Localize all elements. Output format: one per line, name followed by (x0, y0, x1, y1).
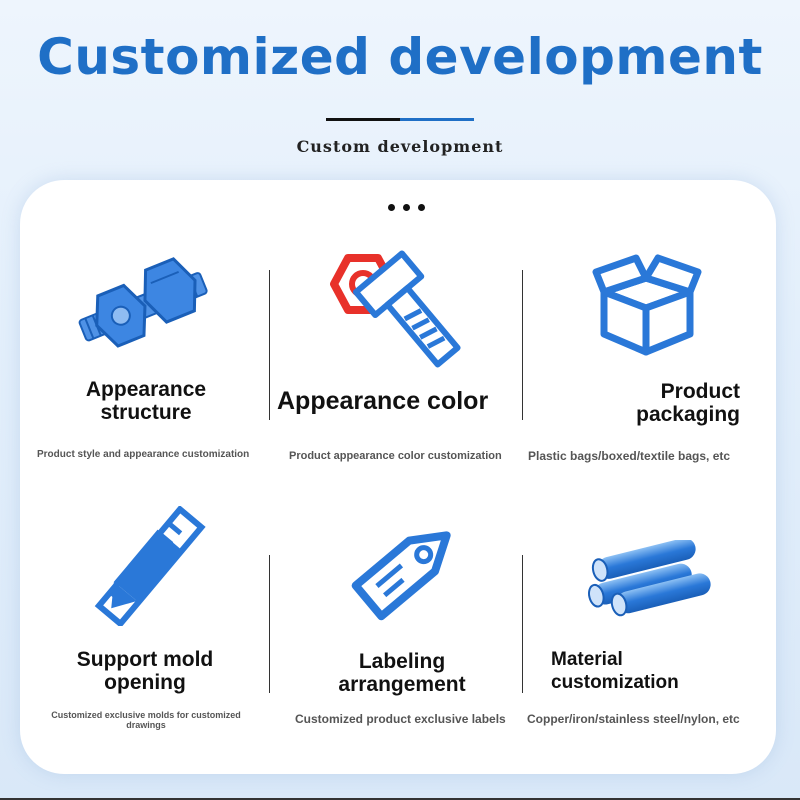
feature-description: Product style and appearance customizati… (37, 449, 250, 460)
feature-description: Customized product exclusive labels (295, 712, 506, 726)
feature-label: Appearance color (277, 387, 489, 415)
divider-line (522, 555, 523, 693)
divider-line (522, 270, 523, 420)
feature-description: Plastic bags/boxed/textile bags, etc (528, 449, 731, 463)
divider-line (269, 270, 270, 420)
price-tag-icon (338, 512, 468, 637)
metal-rods-icon (582, 537, 712, 625)
bottom-border (0, 798, 800, 800)
feature-description: Customized exclusive molds for customize… (51, 710, 241, 730)
dots-decoration (388, 204, 425, 211)
divider-line (269, 555, 270, 693)
pencil-ruler-icon (88, 505, 208, 631)
page-title: Customized development (37, 28, 763, 86)
open-box-icon (592, 248, 702, 363)
page-subtitle: Custom development (296, 137, 504, 156)
feature-description: Product appearance color customization (289, 450, 502, 462)
hex-nut-bolt-icon (326, 250, 476, 375)
bolt-nut-icon (72, 248, 222, 363)
feature-description: Copper/iron/stainless steel/nylon, etc (527, 712, 740, 726)
title-divider (326, 118, 474, 121)
